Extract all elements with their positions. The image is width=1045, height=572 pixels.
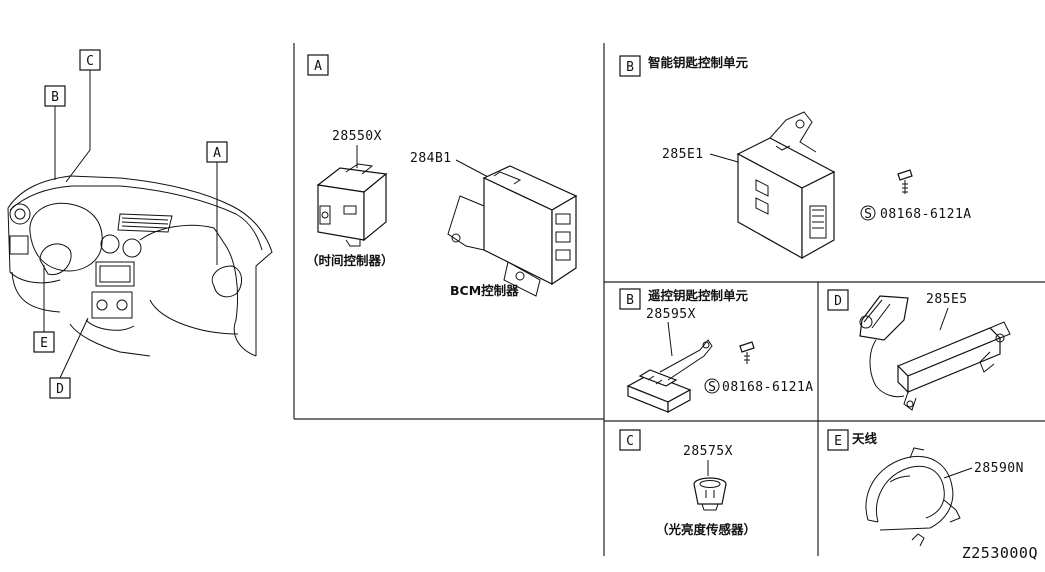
screw-part-label: S 08168-6121A — [860, 205, 972, 222]
panel-C-label: C — [619, 429, 641, 451]
part-285E5-label: 285E5 — [926, 292, 968, 307]
panel-D-label: D — [827, 289, 849, 311]
svg-text:08168-6121A: 08168-6121A — [880, 207, 972, 222]
light-sensor-drawing[interactable] — [693, 477, 727, 511]
part-284B1-label: 284B1 — [410, 151, 452, 166]
panel-D: D 285E5 — [827, 289, 1011, 411]
svg-text:S: S — [708, 380, 716, 395]
panel-E-label: E — [827, 429, 849, 451]
svg-text:B: B — [626, 293, 634, 308]
svg-text:C: C — [626, 434, 634, 449]
svg-text:B: B — [626, 60, 634, 75]
svg-text:E: E — [40, 336, 48, 351]
panel-A: A 28550X （时间控制器） 284B1 — [306, 54, 578, 298]
smart-key-unit-drawing[interactable] — [736, 111, 836, 260]
panel-grid — [293, 43, 1045, 556]
part-28550X-label: 28550X — [332, 129, 382, 144]
panel-B-smart-title: 智能钥匙控制单元 — [647, 55, 749, 70]
svg-text:A: A — [314, 59, 322, 74]
part-28550X-caption: （时间控制器） — [306, 253, 394, 268]
panel-B-remote-key: B 遥控钥匙控制单元 28595X S 08168-6121A — [619, 288, 814, 414]
panel-C: C 28575X （光亮度传感器） — [619, 429, 756, 537]
dashboard-overview: B C A E D — [7, 49, 273, 399]
antenna-ring-drawing[interactable] — [865, 447, 961, 547]
svg-text:D: D — [56, 382, 64, 397]
svg-text:B: B — [51, 90, 59, 105]
callout-D[interactable]: D — [49, 377, 71, 399]
part-285E1-label: 285E1 — [662, 147, 704, 162]
diagram-id: Z253000Q — [962, 544, 1038, 562]
callout-B[interactable]: B — [44, 85, 66, 107]
panel-E-title: 天线 — [852, 431, 878, 446]
svg-text:D: D — [834, 294, 842, 309]
part-284B1-caption: BCM控制器 — [450, 283, 519, 298]
part-28575X-label: 28575X — [683, 444, 733, 459]
part-28590N-label: 28590N — [974, 461, 1024, 476]
screw-drawing[interactable] — [739, 341, 755, 364]
remote-key-unit-drawing[interactable] — [626, 339, 713, 414]
timer-controller-drawing[interactable] — [316, 163, 388, 247]
svg-text:C: C — [86, 54, 94, 69]
panel-A-label: A — [307, 54, 329, 76]
panel-B-smart-label: B — [619, 55, 641, 77]
svg-text:E: E — [834, 434, 842, 449]
svg-text:A: A — [213, 146, 221, 161]
panel-B-smart-key: B 智能钥匙控制单元 285E1 S 08168-6121A — [619, 55, 972, 260]
bcm-drawing[interactable] — [447, 165, 578, 297]
part-28595X-label: 28595X — [646, 307, 696, 322]
panel-E: E 天线 28590N — [827, 429, 1024, 547]
callout-C[interactable]: C — [79, 49, 101, 71]
panel-B-remote-label: B — [619, 288, 641, 310]
panel-B-remote-title: 遥控钥匙控制单元 — [648, 288, 749, 303]
svg-text:08168-6121A: 08168-6121A — [722, 380, 814, 395]
antenna-module-drawing[interactable] — [859, 295, 1011, 411]
callout-A[interactable]: A — [206, 141, 228, 163]
callout-E[interactable]: E — [33, 331, 55, 353]
svg-text:S: S — [864, 207, 872, 222]
part-28575X-caption: （光亮度传感器） — [656, 522, 756, 537]
screw-part-label: S 08168-6121A — [704, 378, 814, 395]
screw-drawing[interactable] — [897, 169, 913, 194]
